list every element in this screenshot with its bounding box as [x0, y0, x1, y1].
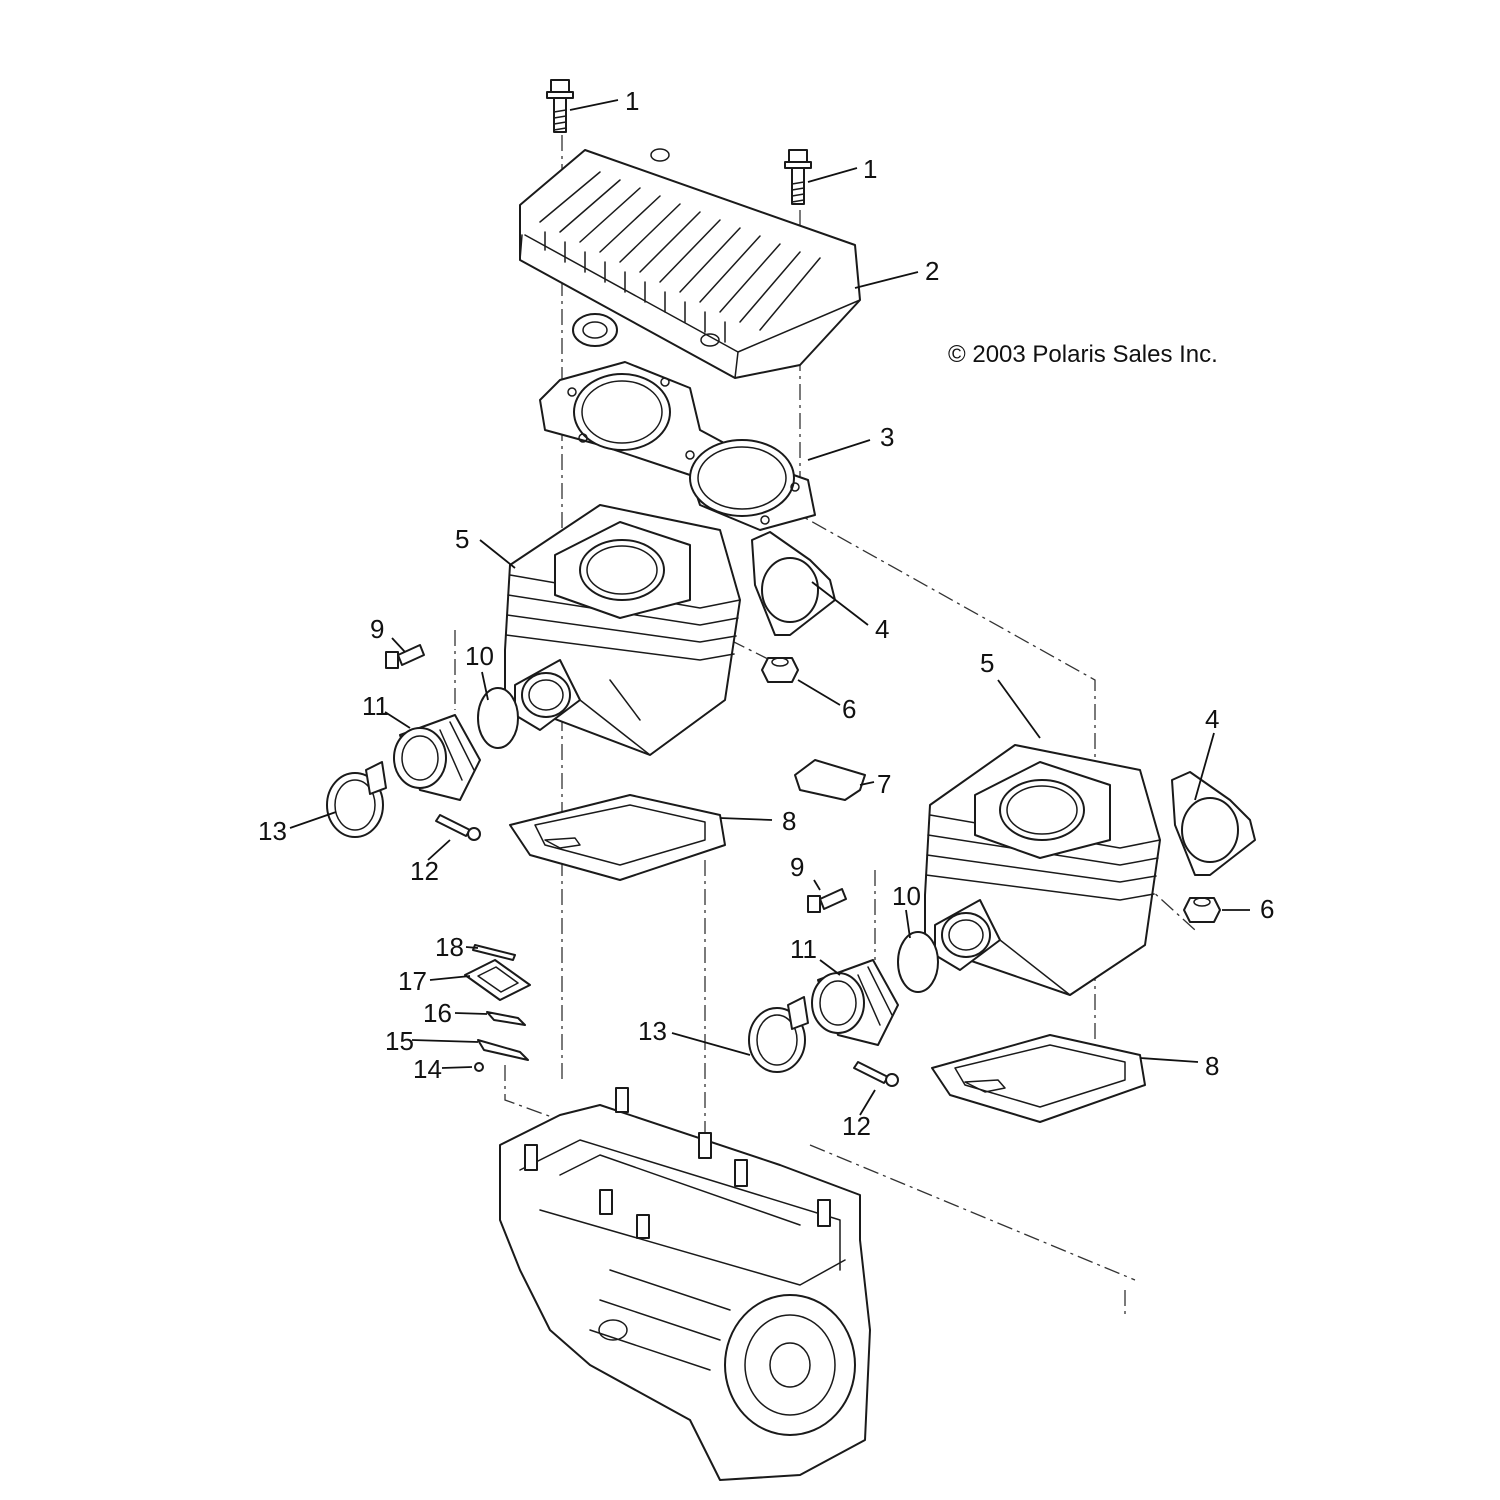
- o-ring-right: [897, 931, 939, 993]
- callout-12-top: 12: [410, 856, 439, 886]
- cylinder-left: [504, 504, 741, 756]
- exhaust-nut-top: [761, 657, 799, 683]
- callout-16: 16: [423, 998, 452, 1028]
- clamp-right: [748, 996, 809, 1073]
- callout-9-right: 9: [790, 852, 804, 882]
- exhaust-nut-right: [1183, 897, 1221, 923]
- callout-15: 15: [385, 1026, 414, 1056]
- shim-plate: [794, 759, 866, 801]
- crankcase: [499, 1087, 871, 1481]
- copyright-notice: © 2003 Polaris Sales Inc.: [948, 341, 1218, 368]
- screw-top: [385, 644, 425, 669]
- callout-11-top: 11: [362, 691, 389, 721]
- callout-9-top: 9: [370, 614, 384, 644]
- callout-1-top: 1: [625, 86, 639, 116]
- callout-14: 14: [413, 1054, 442, 1084]
- cylinder-right: [924, 744, 1161, 996]
- callout-5-right: 5: [980, 648, 994, 678]
- callout-10-right: 10: [892, 881, 921, 911]
- callout-4-top: 4: [875, 614, 889, 644]
- callout-6-right: 6: [1260, 894, 1274, 924]
- callout-18: 18: [435, 932, 464, 962]
- callout-labels: 1 1 2 3 5 4 6 9 10 11 7 13 12 8 5 4 9 10…: [258, 86, 1274, 1141]
- stud-right: [853, 1061, 899, 1087]
- callout-7: 7: [877, 769, 891, 799]
- exhaust-gasket-top: [751, 531, 836, 636]
- leader-lines: [289, 99, 1250, 1116]
- head-gasket: [539, 361, 816, 531]
- callout-10-top: 10: [465, 641, 494, 671]
- callout-1-right: 1: [863, 154, 877, 184]
- callout-13-top: 13: [258, 816, 287, 846]
- callout-6-top: 6: [842, 694, 856, 724]
- exhaust-gasket-right: [1171, 771, 1256, 876]
- head-bolt-left: [546, 79, 574, 133]
- reed-valve-stack: [464, 944, 531, 1072]
- callout-8-right: 8: [1205, 1051, 1219, 1081]
- clamp-top: [326, 761, 387, 838]
- callout-2: 2: [925, 256, 939, 286]
- callout-13-right: 13: [638, 1016, 667, 1046]
- base-gasket-top: [509, 794, 726, 881]
- intake-boot-right: [811, 959, 899, 1046]
- callout-12-right: 12: [842, 1111, 871, 1141]
- callout-11-right: 11: [790, 934, 817, 964]
- screw-right: [807, 888, 847, 913]
- stud-top: [435, 814, 481, 841]
- cylinder-head: [519, 148, 861, 379]
- o-ring-top: [477, 687, 519, 749]
- callout-17: 17: [398, 966, 427, 996]
- callout-5-left: 5: [455, 524, 469, 554]
- callout-3: 3: [880, 422, 894, 452]
- intake-boot-top: [393, 714, 481, 801]
- base-gasket-right: [931, 1034, 1146, 1123]
- callout-4-right: 4: [1205, 704, 1219, 734]
- callout-8-top: 8: [782, 806, 796, 836]
- head-bolt-right: [784, 149, 812, 205]
